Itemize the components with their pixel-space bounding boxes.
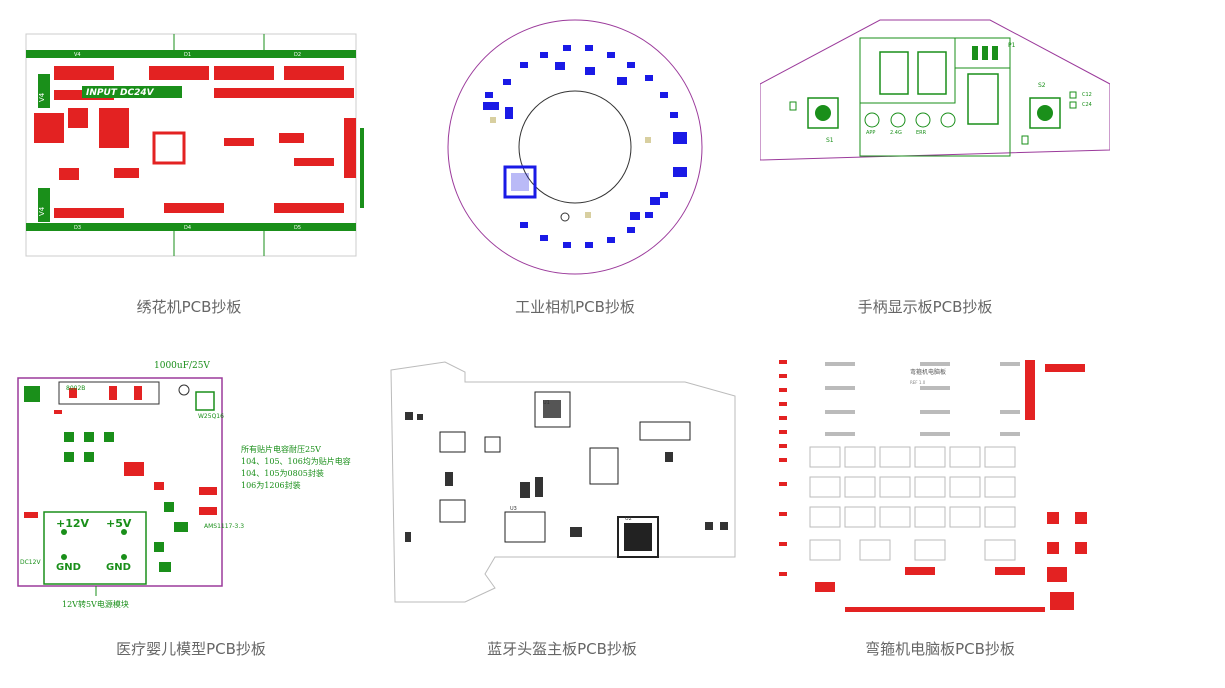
- svg-text:AMS1117-3.3: AMS1117-3.3: [204, 523, 244, 530]
- svg-text:2.4G: 2.4G: [890, 130, 902, 136]
- board-label-input: INPUT DC24V: [86, 88, 155, 98]
- svg-text:D4: D4: [184, 225, 191, 231]
- svg-text:+12V: +12V: [56, 517, 90, 530]
- svg-text:S1: S1: [826, 137, 834, 144]
- pcb-thumbnail[interactable]: P1 S1 S2 APP 2.4G ERR C12 C24: [760, 18, 1110, 168]
- svg-text:C12: C12: [1082, 92, 1092, 98]
- caption-link[interactable]: 手柄显示板PCB抄板: [857, 298, 993, 316]
- gallery-item-industrial-camera[interactable]: 工业相机PCB抄板: [430, 12, 770, 328]
- board-note-2: 104、105、106均为贴片电容: [241, 456, 351, 466]
- svg-text:V4: V4: [38, 92, 46, 102]
- svg-text:V4: V4: [74, 52, 81, 58]
- board-label-title: 弯箍机电脑板: [910, 368, 946, 376]
- board-note-4: 106为1206封装: [241, 480, 301, 490]
- board-label-cap: 1000uF/25V: [154, 361, 210, 371]
- pcb-thumbnail[interactable]: [445, 17, 705, 277]
- svg-text:D2: D2: [294, 52, 301, 58]
- svg-text:DC12V: DC12V: [20, 559, 41, 566]
- caption-link[interactable]: 弯箍机电脑板PCB抄板: [865, 640, 1015, 658]
- caption-link[interactable]: 医疗婴儿模型PCB抄板: [116, 640, 266, 658]
- svg-text:GND: GND: [106, 562, 131, 573]
- gallery-item-caption[interactable]: 绣花机PCB抄板: [19, 296, 359, 317]
- svg-text:C24: C24: [1082, 102, 1092, 108]
- svg-text:8002B: 8002B: [66, 385, 85, 392]
- gallery-item-embroidery[interactable]: INPUT DC24V V4 V4 V4 D1 D2 D3 D4 D5 绣花机P…: [14, 28, 364, 328]
- pcb-thumbnail[interactable]: 弯箍机电脑板 REF 1.0: [775, 352, 1110, 614]
- board-note-1: 所有贴片电容耐压25V: [241, 444, 321, 454]
- gallery-item-handle-display[interactable]: P1 S1 S2 APP 2.4G ERR C12 C24 手柄显示板PCB抄板: [760, 18, 1110, 328]
- board-bottom-note: 12V转5V电源模块: [62, 599, 129, 609]
- svg-text:REF 1.0: REF 1.0: [910, 380, 926, 385]
- pcb-thumbnail[interactable]: INPUT DC24V V4 V4 V4 D1 D2 D3 D4 D5: [14, 28, 364, 263]
- svg-text:U2: U2: [625, 516, 632, 522]
- gallery-item-stirrup-bender[interactable]: 弯箍机电脑板 REF 1.0 弯箍机电脑板PCB抄板: [775, 352, 1120, 662]
- caption-link[interactable]: 工业相机PCB抄板: [515, 298, 635, 316]
- svg-text:+5V: +5V: [106, 517, 132, 530]
- board-note-3: 104、105为0805封装: [241, 468, 324, 478]
- gallery-item-bluetooth-helmet[interactable]: U1 U2 U3 蓝牙头盔主板PCB抄板: [385, 352, 745, 662]
- svg-text:GND: GND: [56, 562, 81, 573]
- caption-link[interactable]: 蓝牙头盔主板PCB抄板: [487, 640, 637, 658]
- svg-text:V4: V4: [38, 206, 46, 216]
- gallery-item-caption[interactable]: 手柄显示板PCB抄板: [755, 296, 1095, 317]
- svg-text:APP: APP: [866, 130, 875, 136]
- gallery-item-caption[interactable]: 医疗婴儿模型PCB抄板: [21, 638, 361, 659]
- svg-text:U1: U1: [543, 400, 550, 406]
- svg-text:P1: P1: [1008, 42, 1016, 49]
- pcb-thumbnail[interactable]: 1000uF/25V 8002B +12V +5V GND GND W25Q16…: [14, 352, 374, 614]
- svg-text:D5: D5: [294, 225, 301, 231]
- svg-text:ERR: ERR: [916, 130, 927, 136]
- gallery-item-medical-baby[interactable]: 1000uF/25V 8002B +12V +5V GND GND W25Q16…: [14, 352, 374, 662]
- caption-link[interactable]: 绣花机PCB抄板: [136, 298, 242, 316]
- svg-text:U3: U3: [510, 506, 517, 512]
- svg-text:D3: D3: [74, 225, 81, 231]
- gallery-item-caption[interactable]: 蓝牙头盔主板PCB抄板: [392, 638, 732, 659]
- pcb-thumbnail[interactable]: U1 U2 U3: [385, 352, 741, 612]
- svg-text:S2: S2: [1038, 82, 1046, 89]
- gallery-item-caption[interactable]: 弯箍机电脑板PCB抄板: [770, 638, 1110, 659]
- gallery-item-caption[interactable]: 工业相机PCB抄板: [405, 296, 745, 317]
- svg-text:D1: D1: [184, 52, 191, 58]
- svg-text:W25Q16: W25Q16: [198, 413, 224, 420]
